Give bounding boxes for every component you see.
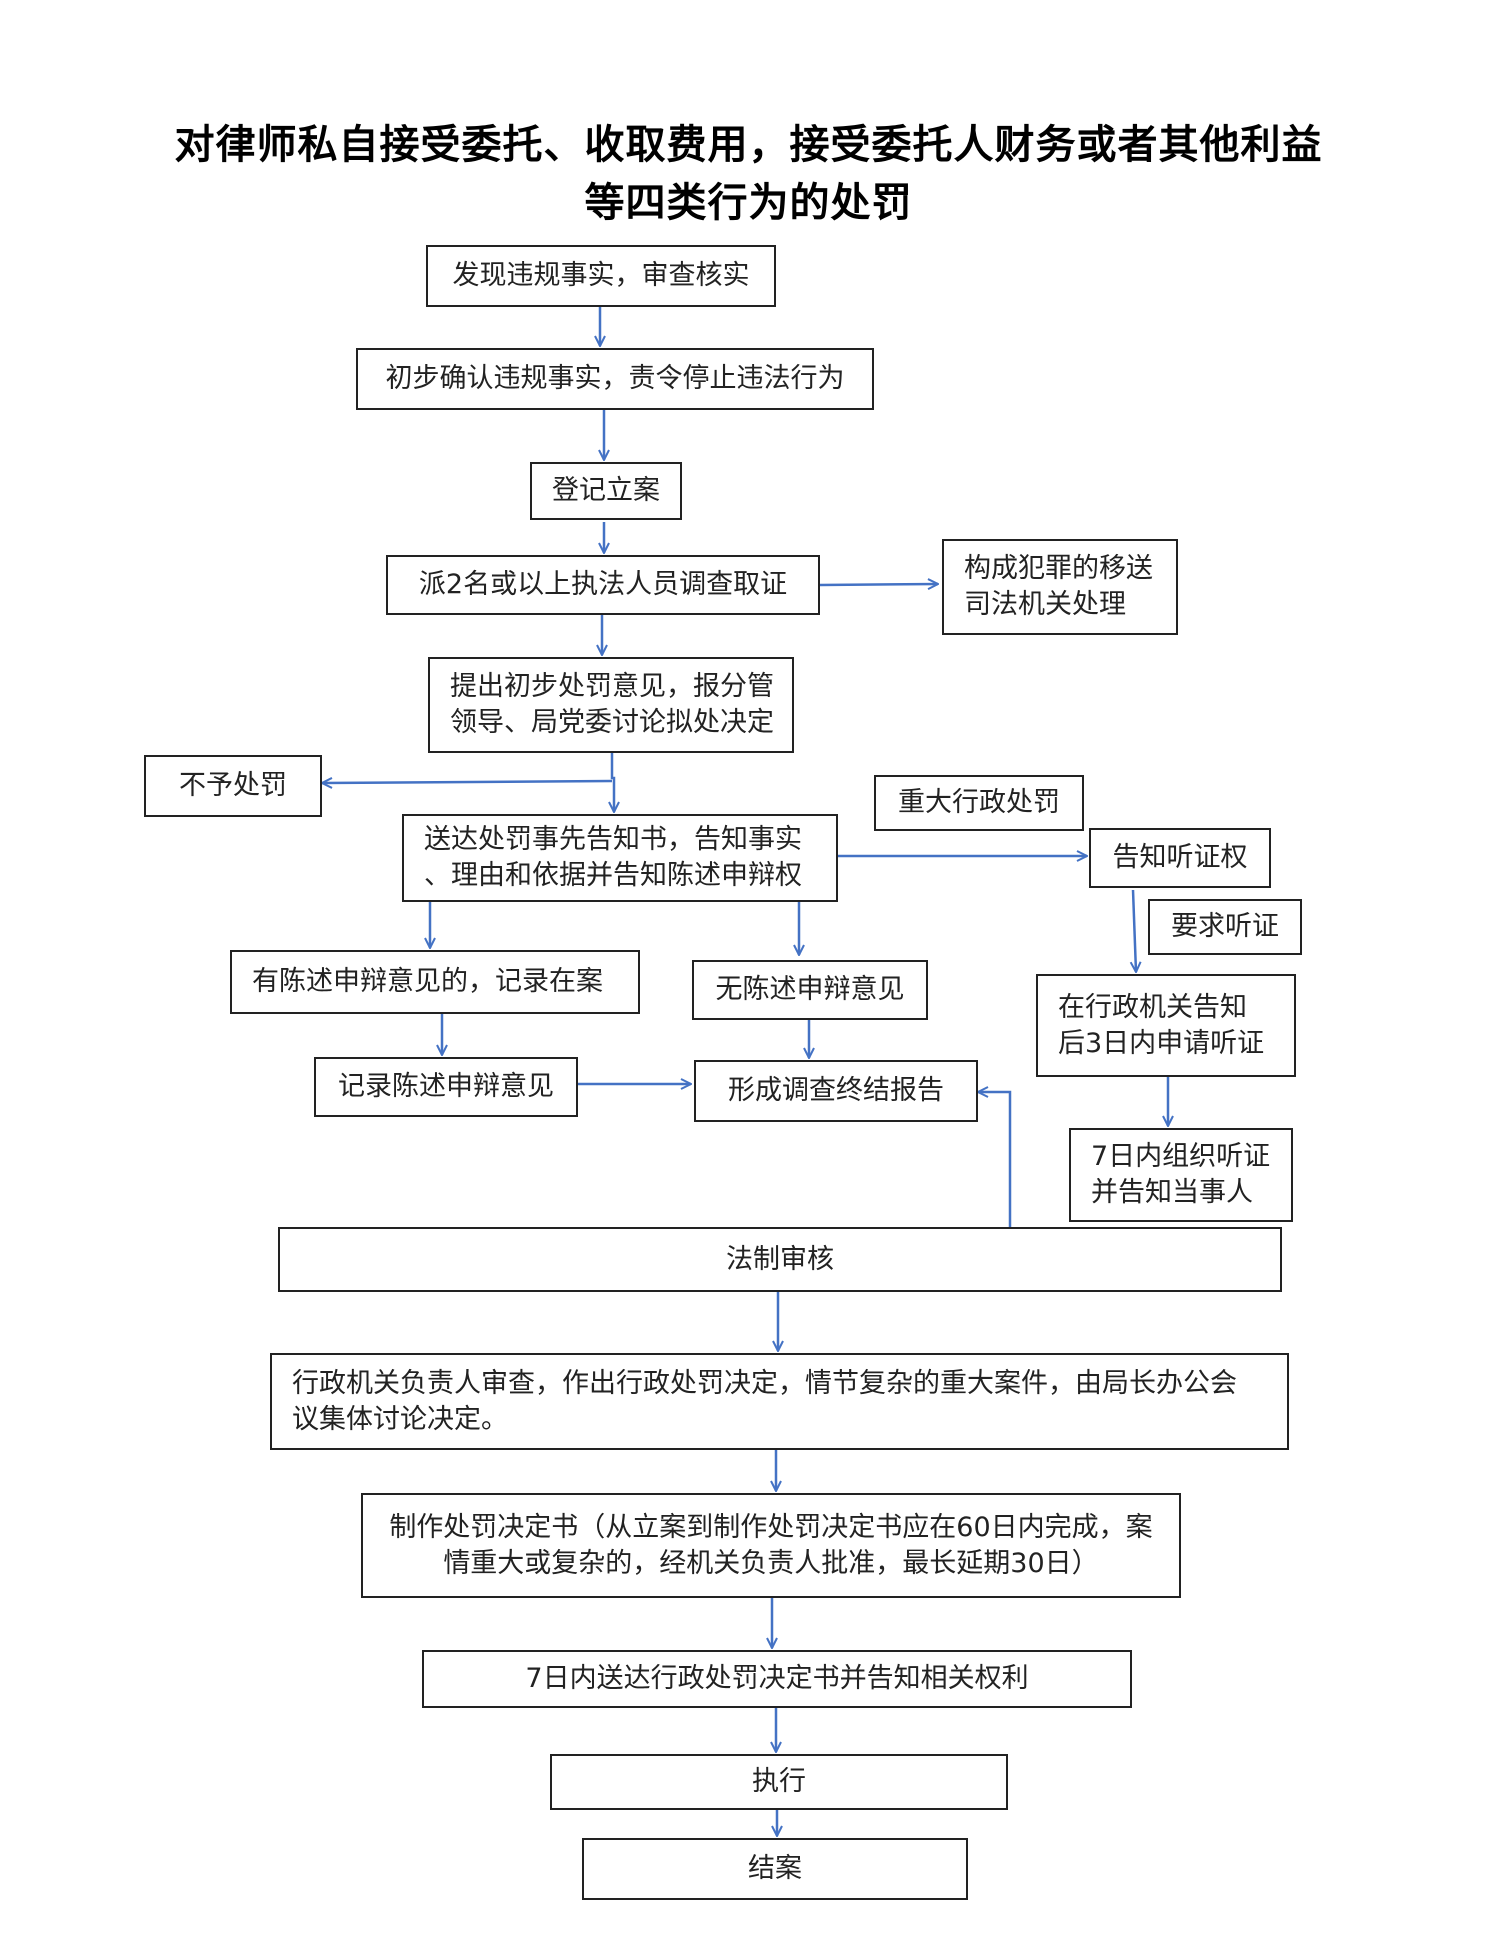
- node-execute: 执行: [550, 1754, 1008, 1810]
- node-final-report: 形成调查终结报告: [694, 1060, 978, 1122]
- node-has-defense: 有陈述申辩意见的，记录在案: [230, 950, 640, 1014]
- node-major-penalty: 重大行政处罚: [874, 775, 1084, 831]
- node-head-review: 行政机关负责人审查，作出行政处罚决定，情节复杂的重大案件，由局长办公会 议集体讨…: [270, 1353, 1289, 1450]
- node-apply-hearing: 在行政机关告知 后3日内申请听证: [1036, 974, 1296, 1077]
- node-register: 登记立案: [530, 462, 682, 520]
- node-discover: 发现违规事实，审查核实: [426, 245, 776, 307]
- page-title-line-1: 对律师私自接受委托、收取费用，接受委托人财务或者其他利益: [174, 122, 1323, 168]
- arrow-proposal-to-notice: [612, 752, 614, 812]
- node-close-case: 结案: [582, 1838, 968, 1900]
- node-proposal: 提出初步处罚意见，报分管 领导、局党委讨论拟处决定: [428, 657, 794, 753]
- node-investigate: 派2名或以上执法人员调查取证: [386, 555, 820, 615]
- arrow-review-to-report: [978, 1092, 1012, 1227]
- arrow-investigate-to-criminal: [819, 584, 938, 585]
- node-record-defense: 记录陈述申辩意见: [314, 1057, 578, 1117]
- node-notice: 送达处罚事先告知书，告知事实 、理由和依据并告知陈述申辩权: [402, 814, 838, 902]
- node-organize-hearing: 7日内组织听证 并告知当事人: [1069, 1128, 1293, 1222]
- node-no-defense: 无陈述申辩意见: [692, 960, 928, 1020]
- node-request-hearing: 要求听证: [1148, 899, 1302, 955]
- page-title-line-2: 等四类行为的处罚: [584, 180, 913, 226]
- node-deliver: 7日内送达行政处罚决定书并告知相关权利: [422, 1650, 1132, 1708]
- arrow-to-no-penalty: [322, 781, 613, 783]
- node-criminal-transfer: 构成犯罪的移送 司法机关处理: [942, 539, 1178, 635]
- node-confirm: 初步确认违规事实，责令停止违法行为: [356, 348, 874, 410]
- node-make-decision: 制作处罚决定书（从立案到制作处罚决定书应在60日内完成，案 情重大或复杂的，经机…: [361, 1493, 1181, 1598]
- node-hearing-right: 告知听证权: [1089, 828, 1271, 888]
- node-no-penalty: 不予处罚: [144, 755, 322, 817]
- arrow-hearing-right-to-apply: [1133, 889, 1136, 972]
- node-legal-review: 法制审核: [278, 1227, 1282, 1292]
